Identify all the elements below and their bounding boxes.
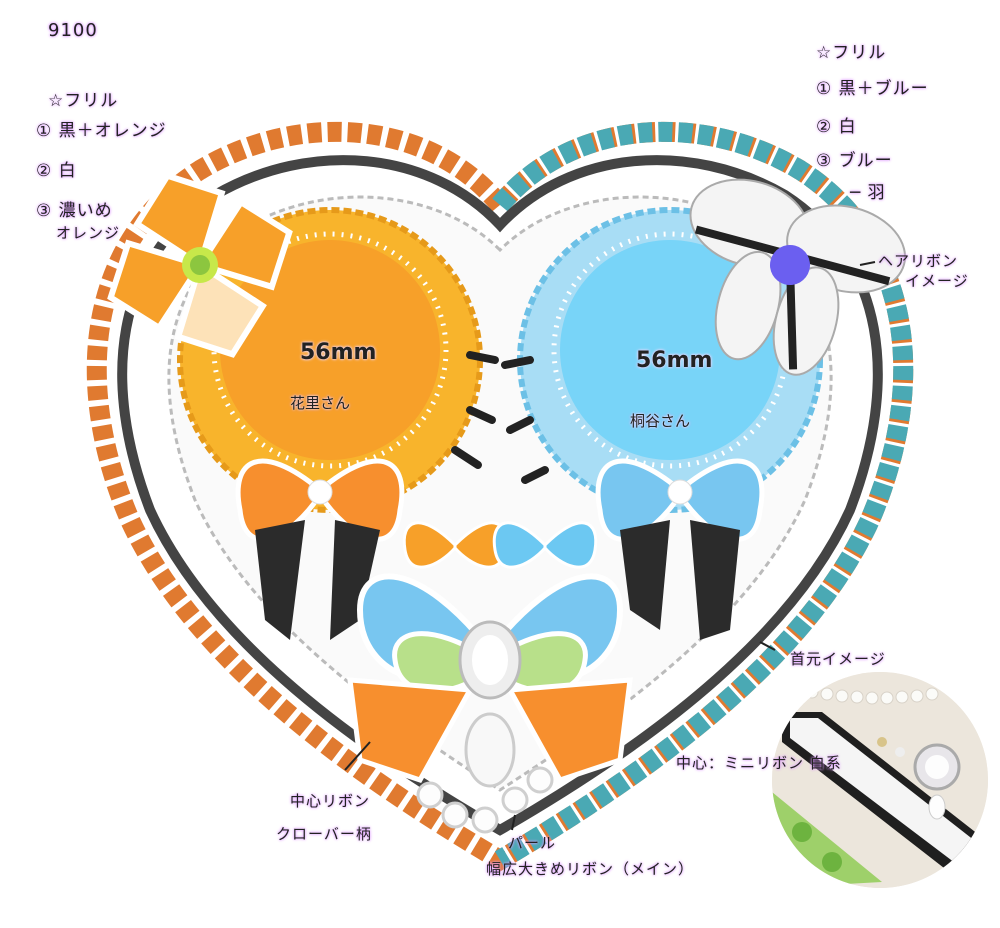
left-hair-ribbon — [107, 172, 293, 358]
left-frill-item-1: ① 黒＋オレンジ — [36, 121, 167, 141]
hair-ribbon-label-2: イメージ — [905, 272, 969, 290]
collar-label: 首元イメージ — [790, 650, 886, 668]
main-ribbon — [347, 573, 633, 788]
hair-ribbon-label: ヘアリボン — [878, 252, 959, 270]
right-frill-title: ☆フリル — [816, 43, 887, 63]
pearl-label: パール — [508, 834, 557, 852]
small-center-bows — [402, 521, 598, 569]
right-frill-item-1: ① 黒＋ブルー — [816, 79, 929, 99]
reference-photo — [772, 672, 988, 888]
left-frill-item-3: ③ 濃いめ — [36, 201, 113, 221]
right-hair-ribbon — [689, 178, 907, 376]
left-badge — [177, 207, 483, 513]
center-note-label: 中心：ミニリボン 白系 — [676, 754, 842, 772]
left-badge-name: 花里さん — [290, 394, 351, 412]
center-dashes — [451, 351, 549, 484]
left-badge-size: 56mm — [300, 340, 377, 365]
right-frill-item-2: ② 白 — [816, 117, 857, 137]
right-badge-name: 桐谷さん — [630, 412, 691, 430]
main-ribbon-label: 幅広大きめリボン（メイン） — [486, 860, 695, 878]
center-ribbon-label: 中心リボン — [290, 792, 371, 810]
right-bow — [595, 458, 765, 640]
right-badge-size: 56mm — [636, 348, 713, 373]
left-bow — [235, 458, 405, 640]
left-frill-item-2: ② 白 — [36, 161, 77, 181]
pointer-lines — [344, 261, 876, 831]
pearls — [416, 766, 554, 834]
left-frill-title: ☆フリル — [48, 91, 119, 111]
left-frill-item-3b: オレンジ — [56, 224, 121, 242]
clover-label: クローバー柄 — [276, 825, 372, 843]
right-frill-item-3: ③ ブルー — [816, 151, 893, 171]
code-label: 9100 — [48, 20, 98, 41]
right-frill-item-4: ─ 羽 — [850, 183, 886, 203]
